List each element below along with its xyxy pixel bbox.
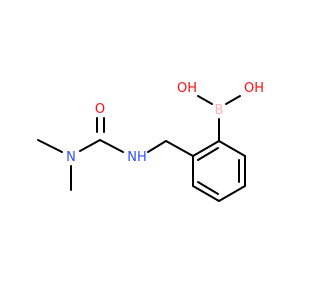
bond-n-methyl-left <box>37 139 63 153</box>
molecule-structure: O N NH B OH OH <box>37 81 264 202</box>
bond-carbonyl-to-n <box>79 139 101 152</box>
ring-inner-double-3 <box>197 181 219 195</box>
atom-nh-amide: NH <box>127 150 147 165</box>
molecule-canvas: O N NH B OH OH <box>37 81 264 202</box>
bond-carbonyl-to-nh <box>99 139 124 153</box>
bond-boron-oh-left <box>197 95 213 105</box>
atom-oh-right: OH <box>244 81 264 96</box>
bond-ch2-to-ring <box>165 140 194 157</box>
ring-inner-double-1 <box>197 147 219 161</box>
bond-boron-oh-right <box>225 95 241 105</box>
atom-boron: B <box>215 103 224 118</box>
atom-oh-left: OH <box>177 81 197 96</box>
atom-n-dimethyl: N <box>66 150 76 165</box>
bond-nh-to-ch2 <box>147 140 167 153</box>
bond-lines <box>37 95 246 202</box>
ring-bond-2-3 <box>218 140 246 157</box>
ring-bond-1-2 <box>192 140 220 157</box>
ring-bond-5-6 <box>192 185 220 202</box>
ring-bond-4-5 <box>218 185 246 202</box>
atom-o-carbonyl: O <box>95 102 105 117</box>
